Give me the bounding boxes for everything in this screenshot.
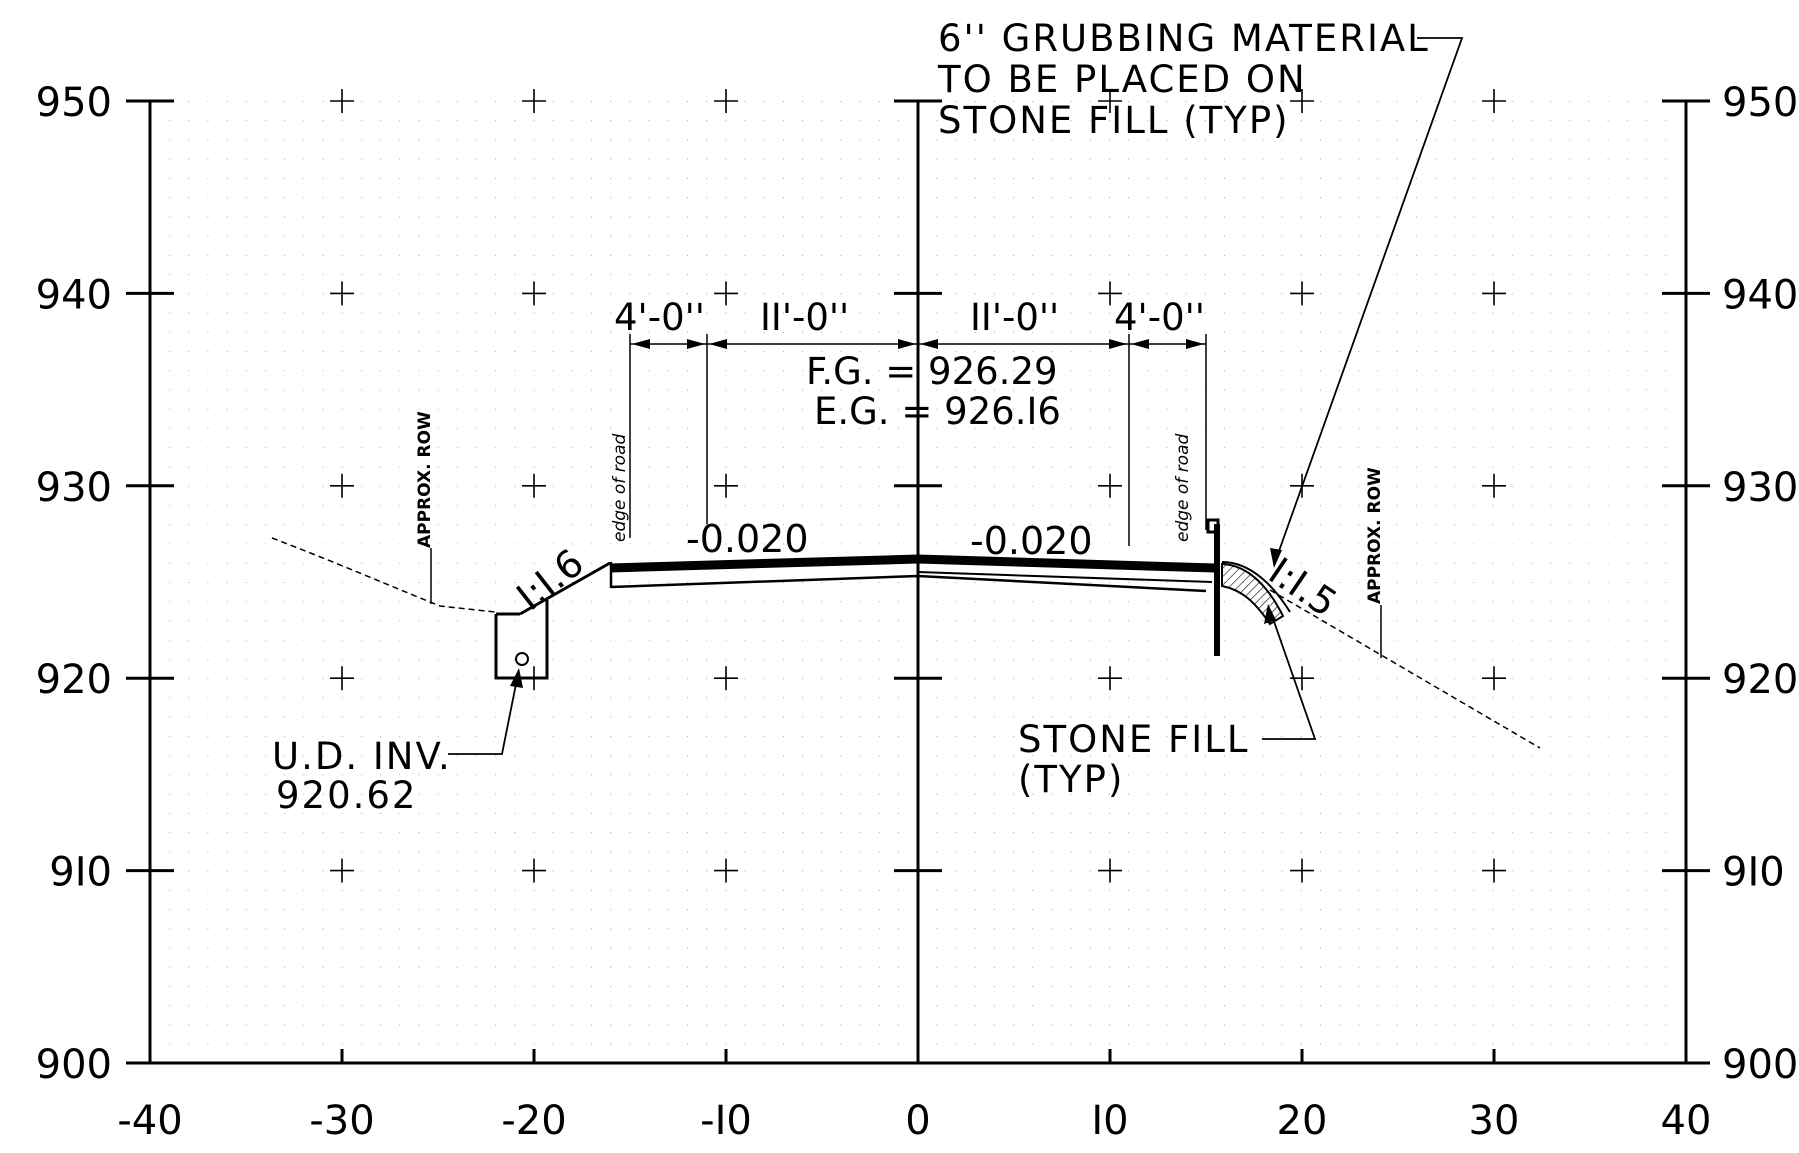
existing-grade-label: E.G. = 926.I6: [814, 390, 1061, 433]
y-tick-label-right: 930: [1722, 465, 1798, 511]
stone-fill-leader: [1262, 609, 1317, 740]
underdrain-arrowhead: [510, 668, 523, 688]
grid-cross: [330, 473, 354, 498]
grubbing-leader: [1273, 37, 1464, 566]
x-axis-labels: -40 -30 -20 -I0 0 I0 20 30 40: [117, 1098, 1711, 1144]
y-tick-label-left: 940: [36, 272, 112, 318]
x-tick-label: -20: [501, 1098, 566, 1144]
cross-slope-right: -0.020: [970, 519, 1093, 563]
grid-cross: [1482, 89, 1506, 113]
left-ditch: [494, 561, 611, 680]
axis-ticks: [126, 99, 1710, 1065]
edge-of-road-right: edge of road: [1173, 433, 1193, 542]
x-tick-label: 40: [1661, 1098, 1712, 1144]
dimension-arrows: [632, 339, 1204, 349]
stone-fill-label-line1: STONE FILL: [1018, 718, 1249, 761]
grid-cross: [1290, 281, 1314, 306]
grid-cross: [330, 858, 354, 883]
grid-cross: [1290, 858, 1314, 883]
roadway-section: [609, 554, 1216, 593]
grid-cross: [1482, 473, 1506, 498]
grid-cross: [1098, 858, 1122, 883]
y-tick-label-right: 900: [1722, 1042, 1798, 1088]
underdrain-label-line2: 920.62: [276, 774, 417, 817]
dim-right-shoulder: 4'-0'': [1114, 296, 1205, 339]
y-tick-label-left: 9I0: [49, 850, 112, 896]
y-axis-labels-right: 900 9I0 920 930 940 950: [1722, 80, 1798, 1088]
y-tick-label-right: 950: [1722, 80, 1798, 126]
cross-slope-left: -0.020: [686, 517, 809, 561]
approx-row-left: APPROX. ROW: [415, 411, 435, 548]
grid-cross: [1098, 281, 1122, 306]
finished-grade-label: F.G. = 926.29: [806, 350, 1058, 393]
grubbing-layer: [1221, 561, 1291, 613]
left-foreslope: [519, 561, 611, 616]
y-axis-labels-left: 900 9I0 920 930 940 950: [36, 80, 112, 1088]
dim-left-shoulder: 4'-0'': [614, 296, 705, 339]
grid-cross: [1098, 473, 1122, 498]
grid-cross: [522, 281, 546, 306]
edge-of-road-left: edge of road: [610, 433, 630, 542]
underdrain-leader: [448, 673, 519, 755]
y-tick-label-left: 930: [36, 465, 112, 511]
grid-cross: [1482, 281, 1506, 306]
dim-right-lane: II'-0'': [970, 296, 1059, 339]
y-tick-label-left: 950: [36, 80, 112, 126]
underdrain-label-line1: U.D. INV.: [272, 735, 452, 778]
y-tick-label-right: 940: [1722, 272, 1798, 318]
grid-cross: [1482, 666, 1506, 691]
grid-cross: [330, 89, 354, 113]
y-tick-label-right: 920: [1722, 657, 1798, 703]
grid-cross: [714, 473, 738, 498]
grid-cross: [522, 473, 546, 498]
stone-fill-arrowhead: [1264, 604, 1276, 624]
grid-cross: [330, 281, 354, 306]
x-tick-label: 0: [905, 1098, 930, 1144]
underdrain-box: [494, 600, 549, 680]
dim-left-lane: II'-0'': [760, 296, 849, 339]
existing-ground-line: [271, 537, 1541, 749]
grid-cross: [522, 89, 546, 113]
grubbing-arrowhead: [1270, 548, 1282, 568]
grid-cross: [714, 666, 738, 691]
grubbing-note-line2: TO BE PLACED ON: [937, 58, 1307, 101]
grubbing-note-line1: 6'' GRUBBING MATERIAL: [938, 17, 1430, 60]
y-tick-label-left: 900: [36, 1042, 112, 1088]
grid-cross: [714, 89, 738, 113]
subbase-line: [917, 571, 1213, 583]
x-tick-label: I0: [1091, 1098, 1128, 1144]
grid-cross: [714, 281, 738, 306]
x-tick-label: -30: [309, 1098, 374, 1144]
grid-cross: [1098, 666, 1122, 691]
stone-fill-label-line2: (TYP): [1018, 758, 1124, 801]
grid-cross: [1482, 858, 1506, 883]
grid-cross: [330, 666, 354, 691]
underdrain-pipe: [515, 652, 529, 666]
approx-row-right: APPROX. ROW: [1365, 467, 1385, 604]
pavement-top: [609, 554, 1216, 573]
grubbing-note-line3: STONE FILL (TYP): [938, 99, 1290, 142]
x-tick-label: 30: [1469, 1098, 1520, 1144]
x-tick-label: -I0: [700, 1098, 752, 1144]
x-tick-label: -40: [117, 1098, 182, 1144]
grid-cross: [714, 858, 738, 883]
y-tick-label-right: 9I0: [1722, 850, 1785, 896]
pavement-bottom: [610, 574, 1207, 593]
y-tick-label-left: 920: [36, 657, 112, 703]
grid-cross: [1290, 89, 1314, 113]
guardrail-block: [1206, 518, 1220, 534]
x-tick-label: 20: [1277, 1098, 1328, 1144]
grid-cross: [1098, 89, 1122, 113]
grid-cross: [522, 858, 546, 883]
